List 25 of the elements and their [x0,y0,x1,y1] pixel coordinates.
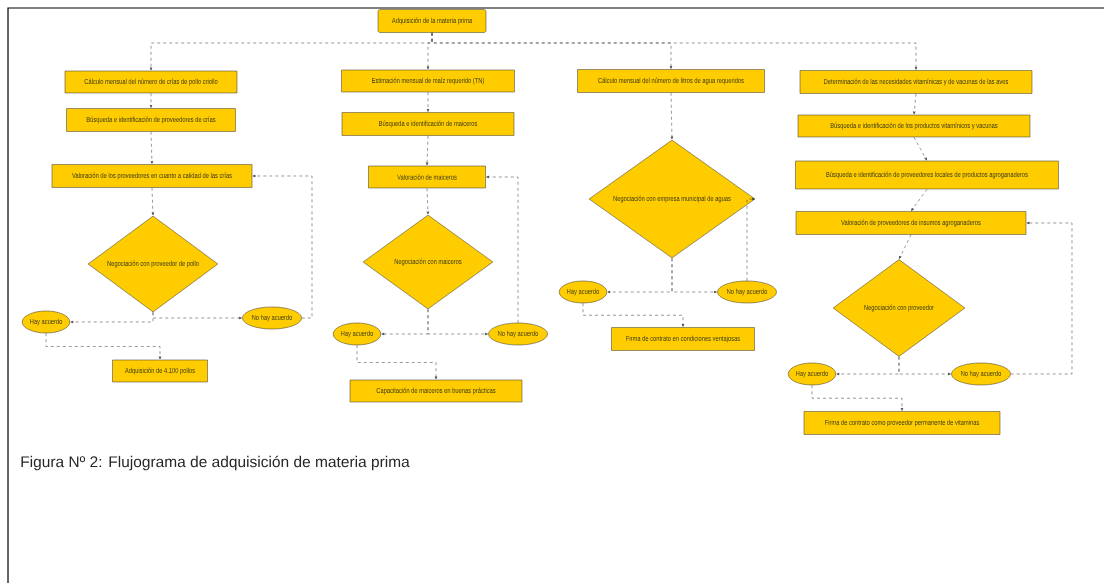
arrow [431,32,918,70]
arrow [913,93,917,115]
arrow [356,345,438,380]
arrow [252,174,313,319]
arrow [426,92,430,112]
arrow [671,258,717,294]
arrow [898,356,951,376]
arrow [152,312,242,320]
arrow [1010,221,1073,375]
arrow [670,92,674,140]
arrow [913,137,927,161]
arrow [150,131,154,164]
arrow [425,135,429,166]
caption: Figura Nº 2: Flujograma de adquisición de materia prima [21,455,410,471]
arrow [811,385,904,411]
arrow [149,93,153,108]
arrow [486,175,519,323]
arrow [45,333,162,360]
arrow [427,309,488,336]
arrow [426,188,430,215]
arrow [911,189,928,211]
arrow [899,234,912,259]
arrow [582,303,685,327]
arrow [746,197,755,281]
arrow [151,187,155,216]
